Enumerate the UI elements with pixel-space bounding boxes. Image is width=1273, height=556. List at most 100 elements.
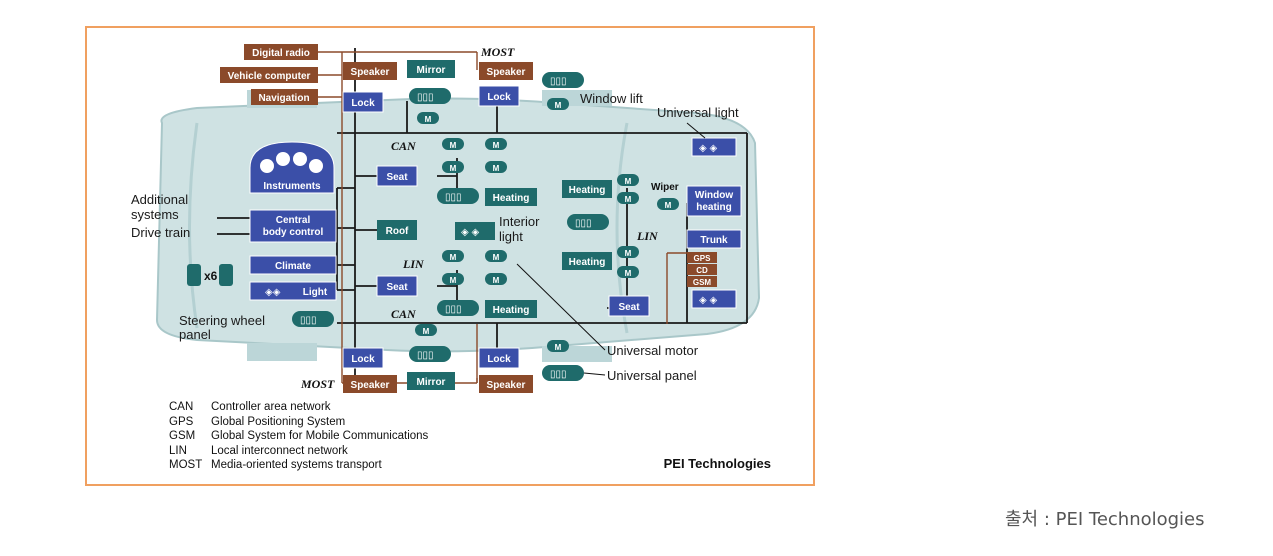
- light-label: Light: [303, 287, 328, 298]
- gsm-box: [687, 276, 717, 287]
- window-heating-label-2: heating: [696, 202, 732, 213]
- interior-light-annotation-2: light: [499, 229, 523, 244]
- speaker-rear-right-box: [479, 375, 533, 393]
- cd-label: CD: [696, 266, 708, 275]
- universal-light-top-icon: ◈ ◈: [699, 143, 717, 154]
- universal-motor-pointer: [516, 263, 606, 351]
- svg-text:M: M: [493, 276, 500, 285]
- navigation-label: Navigation: [258, 93, 309, 104]
- motor-icon: M: [547, 340, 569, 352]
- svg-text:M: M: [625, 177, 632, 186]
- svg-text:M: M: [625, 195, 632, 204]
- legend-text: Local interconnect network: [211, 444, 348, 457]
- panel-rear-middle: [567, 214, 609, 230]
- panel-rear-middle-icon: ▯▯▯: [575, 218, 592, 229]
- svg-text:M: M: [450, 276, 457, 285]
- legend-row: LIN Local interconnect network: [169, 444, 428, 459]
- speaker-front-right-label: Speaker: [487, 67, 526, 78]
- light-box: [249, 281, 337, 301]
- motor-icon: M: [485, 273, 507, 285]
- speaker-rear-right-label: Speaker: [487, 380, 526, 391]
- lock-rear-right-box: [478, 347, 520, 369]
- roof-label: Roof: [386, 226, 409, 237]
- gauge-dial-1: [260, 159, 274, 173]
- motor-cluster-icon: [187, 264, 201, 286]
- legend-abbr: CAN: [169, 401, 194, 413]
- motor-icon: M: [442, 273, 464, 285]
- lock-rear-left-box: [342, 347, 384, 369]
- panel-universal-icon: ▯▯▯: [550, 369, 567, 380]
- motor-icon: M: [617, 266, 639, 278]
- panel-universal: [542, 365, 584, 381]
- heating-front-label: Heating: [493, 193, 530, 204]
- svg-text:M: M: [450, 253, 457, 262]
- mirror-front-label: Mirror: [417, 65, 446, 76]
- legend-text: Controller area network: [211, 401, 331, 413]
- panel-window-lift: [542, 72, 584, 88]
- blue-boxes: Lock Lock Lock Lock Instruments Central …: [249, 85, 742, 369]
- most-label-top: MOST: [480, 45, 515, 59]
- window-lift-annotation: Window lift: [580, 91, 643, 106]
- digital-radio-box: [244, 44, 318, 60]
- window-heating-box: [686, 185, 742, 217]
- brown-boxes: Digital radio Vehicle computer Navigatio…: [220, 44, 717, 393]
- panel-steering-wheel-icon: ▯▯▯: [300, 315, 317, 326]
- interior-light-box: [455, 222, 495, 240]
- window-heating-label-1: Window: [695, 190, 733, 201]
- motor-icon: M: [442, 250, 464, 262]
- panel-mirror-rear-icon: ▯▯▯: [417, 350, 434, 361]
- svg-text:M: M: [423, 327, 430, 336]
- most-label-bottom: MOST: [300, 377, 335, 391]
- legend-abbr: MOST: [169, 459, 203, 471]
- svg-text:M: M: [493, 164, 500, 173]
- svg-text:M: M: [555, 101, 562, 110]
- panel-seat-middle: [437, 300, 479, 316]
- lock-rear-left-label: Lock: [351, 354, 375, 365]
- motor-cluster-icon: [219, 264, 233, 286]
- can-label-top: CAN: [391, 139, 417, 153]
- gauge-dial-4: [309, 159, 323, 173]
- panel-mirror-rear: [409, 346, 451, 362]
- motor-icon: M: [485, 250, 507, 262]
- central-body-control-label-2: body control: [263, 227, 324, 238]
- drive-train-annotation: Drive train: [131, 225, 190, 240]
- heating-rear-top-box: [562, 180, 612, 198]
- universal-panel-pointer: [583, 372, 606, 376]
- legend-text: Global System for Mobile Communications: [211, 430, 429, 442]
- universal-motor-annotation: Universal motor: [607, 343, 699, 358]
- seat-rear-box: [608, 295, 650, 317]
- universal-light-bottom-icon: ◈ ◈: [699, 295, 717, 306]
- climate-box: [249, 255, 337, 275]
- trunk-box: [686, 229, 742, 249]
- seat-front-box: [376, 165, 418, 187]
- x6-cluster: x6: [187, 264, 233, 286]
- universal-light-top-box: [691, 137, 737, 157]
- motor-icon: M: [547, 98, 569, 110]
- motor-icon: M: [417, 112, 439, 124]
- additional-systems-annotation-2: systems: [131, 207, 179, 222]
- lock-front-right-label: Lock: [487, 92, 511, 103]
- lock-rear-right-label: Lock: [487, 354, 511, 365]
- gps-label: GPS: [694, 254, 712, 263]
- source-caption: 출처 : PEI Technologies: [1005, 509, 1205, 530]
- universal-light-bottom-box: [691, 289, 737, 309]
- motor-icon: M: [442, 138, 464, 150]
- svg-text:M: M: [450, 141, 457, 150]
- motor-icon: M: [657, 198, 679, 210]
- trunk-label: Trunk: [700, 235, 728, 246]
- svg-text:M: M: [425, 115, 432, 124]
- heating-rear-top-label: Heating: [569, 185, 606, 196]
- seat-middle-box: [376, 275, 418, 297]
- speaker-front-left-label: Speaker: [351, 67, 390, 78]
- lock-front-right-box: [478, 85, 520, 107]
- seat-rear-label: Seat: [618, 302, 640, 313]
- steering-wheel-panel-annotation-1: Steering wheel: [179, 313, 265, 328]
- legend-abbr: LIN: [169, 444, 187, 457]
- vehicle-computer-label: Vehicle computer: [228, 71, 311, 82]
- svg-text:M: M: [625, 269, 632, 278]
- teal-boxes: Mirror Mirror Roof ◈ ◈ Heating Heating H…: [292, 60, 612, 390]
- speaker-front-left-box: [343, 62, 397, 80]
